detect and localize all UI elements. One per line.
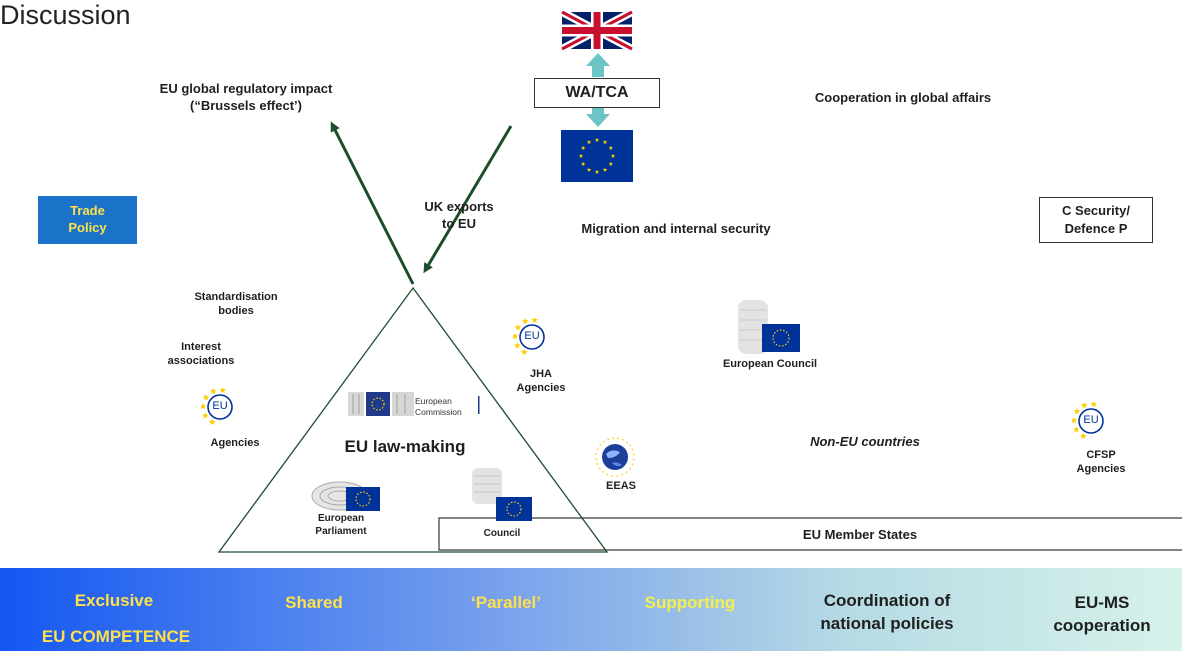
eeas-logo-icon — [595, 437, 635, 477]
badge-star — [219, 386, 227, 394]
eu-flag-icon — [561, 130, 633, 182]
eu-flag-star — [608, 161, 614, 166]
eu-agency-badge-icon: EU — [511, 316, 551, 369]
band-eu-ms-cooperation: EU-MS cooperation — [1053, 593, 1151, 635]
svg-text:EU: EU — [524, 330, 539, 342]
badge-star — [1090, 400, 1098, 408]
band-parallel: ‘Parallel’ — [471, 593, 541, 612]
commission-logo-label: European Commission — [415, 396, 462, 417]
eu-flag-star — [578, 153, 584, 158]
agencies-label: Agencies — [210, 437, 260, 449]
eeas-label: EEAS — [606, 480, 636, 492]
badge-star — [1079, 432, 1087, 440]
eu-flag-star — [594, 169, 600, 174]
eu-agency-badge-icon: EU — [199, 386, 239, 439]
non-eu-countries-label: Non-EU countries — [810, 434, 920, 449]
eu-flag-star — [610, 153, 616, 158]
interest-associations-label: Interest associations — [167, 341, 235, 368]
badge-star — [208, 418, 216, 426]
band-eu-competence: EU COMPETENCE — [41, 627, 191, 646]
cooperation-global-affairs-label: Cooperation in global affairs — [814, 90, 992, 105]
badge-star — [202, 393, 210, 401]
svg-text:EU: EU — [212, 400, 227, 412]
jha-agencies-label: JHA Agencies — [516, 368, 566, 395]
eu-flag-star — [586, 167, 592, 172]
band-supporting: Supporting — [644, 593, 736, 612]
svg-text:EU: EU — [1083, 414, 1098, 426]
trade-policy-box: Trade Policy — [38, 196, 137, 244]
uk-flag-icon — [560, 8, 634, 53]
band-shared: Shared — [285, 593, 343, 612]
badge-star — [209, 387, 217, 395]
competence-band — [0, 568, 1182, 651]
eu-flag-star — [608, 145, 614, 150]
parliament-logo-icon — [311, 481, 380, 511]
eu-flag-star — [602, 167, 608, 172]
eu-law-making-label: EU law-making — [344, 437, 466, 456]
badge-star — [531, 316, 539, 324]
teal-double-arrow — [586, 53, 610, 127]
badge-star — [199, 402, 207, 410]
member-states-box — [438, 517, 1182, 551]
european-council-label: European Council — [722, 358, 818, 370]
badge-star — [1072, 426, 1080, 433]
brussels-effect-arrow — [330, 121, 415, 285]
member-states-label: EU Member States — [802, 527, 918, 542]
council-logo-icon — [472, 468, 532, 521]
band-coordination: Coordination of national policies — [820, 591, 954, 633]
badge-star — [521, 317, 529, 325]
eu-flag-star — [594, 137, 600, 142]
eu-flag-star — [586, 139, 592, 145]
band-exclusive: Exclusive — [74, 591, 154, 610]
eu-flag-star — [602, 139, 608, 145]
wa-tca-box: WA/TCA — [534, 78, 660, 108]
eu-law-making-triangle — [217, 286, 609, 553]
badge-star — [201, 412, 209, 419]
council-label: Council — [483, 528, 521, 539]
cfsp-agencies-label: CFSP Agencies — [1076, 449, 1126, 476]
migration-internal-security-label: Migration and internal security — [581, 221, 771, 236]
csdp-box: C Security/ Defence P — [1039, 197, 1153, 243]
badge-star — [1080, 401, 1088, 409]
eu-agency-badge-icon: EU — [1070, 400, 1110, 453]
brussels-effect-label: EU global regulatory impact (“Brussels e… — [159, 81, 333, 113]
eu-flag-star — [580, 145, 586, 150]
badge-star — [511, 332, 519, 340]
standardisation-bodies-label: Standardisation bodies — [194, 291, 278, 318]
badge-star — [514, 323, 522, 331]
uk-exports-label: UK exports to EU — [424, 199, 494, 231]
page-title: Discussion — [0, 0, 131, 30]
badge-star — [513, 342, 521, 349]
european-council-logo-icon — [738, 300, 800, 354]
uk-exports-arrow — [423, 125, 513, 274]
parliament-label: European Parliament — [315, 513, 367, 537]
commission-logo-icon — [348, 392, 480, 416]
badge-star — [520, 348, 528, 356]
eu-flag-star — [580, 161, 586, 166]
badge-star — [1073, 407, 1081, 415]
badge-star — [1070, 416, 1078, 424]
